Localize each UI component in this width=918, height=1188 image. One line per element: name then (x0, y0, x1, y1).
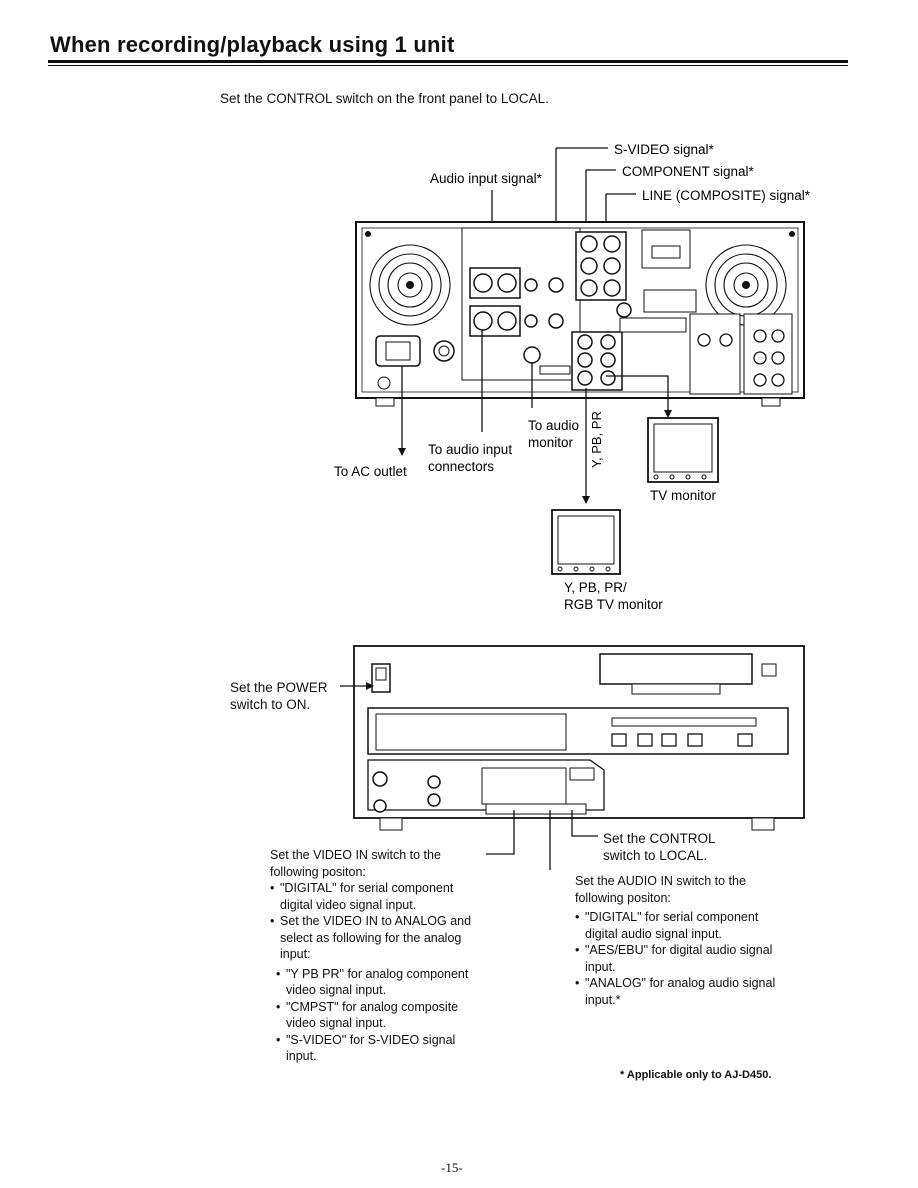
title-rule (48, 60, 848, 63)
power-line-1: Set the POWER (230, 680, 328, 695)
tv-monitor-label: TV monitor (650, 488, 717, 503)
audio-in-aesebu: "AES/EBU" for digital audio signal input… (575, 942, 787, 975)
video-in-cmpst: "CMPST" for analog composite video signa… (276, 999, 482, 1032)
component-signal-label: COMPONENT signal* (622, 164, 755, 179)
video-in-lead-2: following positon: (270, 864, 366, 879)
intro-text: Set the CONTROL switch on the front pane… (220, 91, 549, 106)
video-in-analog: Set the VIDEO IN to ANALOG and select as… (270, 913, 482, 963)
ypbpr-vertical-label: Y, PB, PR (589, 411, 604, 468)
control-line-1: Set the CONTROL (603, 831, 716, 846)
title-rule-thin (48, 65, 848, 66)
video-in-ypbpr: "Y PB PR" for analog component video sig… (276, 966, 482, 999)
audio-in-analog: "ANALOG" for analog audio signal input.* (575, 975, 787, 1008)
rgb-monitor-label-2: RGB TV monitor (564, 597, 663, 612)
to-audio-input-label-2: connectors (428, 459, 494, 474)
to-ac-outlet-label: To AC outlet (334, 464, 407, 479)
video-in-lead: Set the VIDEO IN switch to the (270, 848, 441, 862)
page-title: When recording/playback using 1 unit (50, 32, 455, 57)
audio-in-lead-2: following positon: (575, 890, 671, 905)
to-audio-monitor-label: To audio (528, 418, 579, 433)
rgb-monitor-label: Y, PB, PR/ (564, 580, 627, 595)
video-in-digital: "DIGITAL" for serial component digital v… (270, 880, 482, 913)
front-panel-diagram (340, 645, 805, 870)
audio-input-signal-label: Audio input signal* (430, 171, 543, 186)
power-line-2: switch to ON. (230, 697, 311, 712)
svideo-signal-label: S-VIDEO signal* (614, 142, 715, 157)
page-number: -15- (441, 1160, 463, 1175)
video-in-svideo: "S-VIDEO" for S-VIDEO signal input. (276, 1032, 482, 1065)
footnote: * Applicable only to AJ-D450. (620, 1069, 772, 1081)
video-in-instructions: Set the VIDEO IN switch to the following… (270, 847, 482, 1065)
rear-panel-diagram: S-VIDEO signal* COMPONENT signal* LINE (… (334, 142, 811, 612)
audio-in-digital: "DIGITAL" for serial component digital a… (575, 909, 787, 942)
line-signal-label: LINE (COMPOSITE) signal* (642, 188, 811, 203)
control-line-2: switch to LOCAL. (603, 848, 708, 863)
to-audio-monitor-label-2: monitor (528, 435, 574, 450)
audio-in-instructions: Set the AUDIO IN switch to the following… (575, 873, 787, 1008)
to-audio-input-label: To audio input (428, 442, 512, 457)
control-instruction: Set the CONTROL switch to LOCAL. (603, 830, 716, 864)
power-instruction: Set the POWER switch to ON. (230, 679, 328, 713)
audio-in-lead: Set the AUDIO IN switch to the (575, 874, 746, 888)
